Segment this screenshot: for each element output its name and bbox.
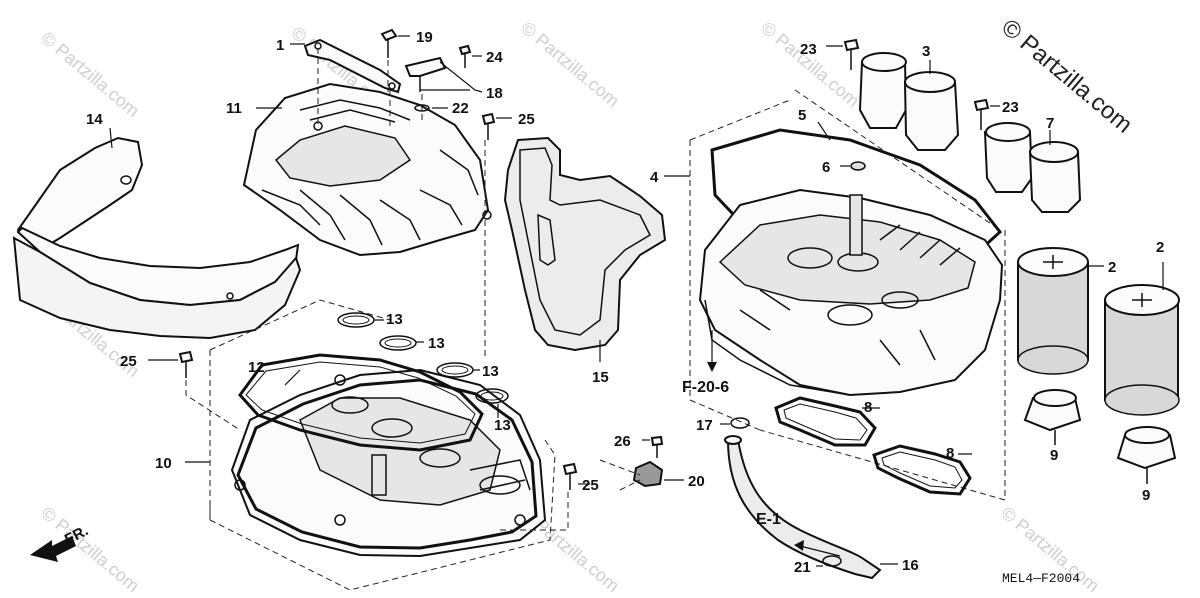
callout-16: 16 xyxy=(902,557,919,574)
callout-8a: 8 xyxy=(864,399,872,416)
reference-e-1: E-1 xyxy=(756,511,781,528)
callout-13b: 13 xyxy=(428,335,445,352)
callout-12: 12 xyxy=(248,359,265,376)
reference-f-20-6: F-20-6 xyxy=(682,379,729,396)
callout-leads xyxy=(109,107,831,463)
callout-22: 22 xyxy=(452,100,469,117)
air-cleaner-frame xyxy=(689,89,1006,501)
part-13-orings xyxy=(337,312,509,418)
callout-1: 1 xyxy=(276,37,284,54)
watermark-4: © Partzilla.com xyxy=(757,18,863,111)
callout-19: 19 xyxy=(416,29,433,46)
small-hardware-top xyxy=(380,28,483,120)
callout-2b: 2 xyxy=(1156,239,1164,256)
callout-24: 24 xyxy=(486,49,503,66)
part-23-screws xyxy=(826,38,1000,130)
callout-23b: 23 xyxy=(1002,99,1019,116)
part-8-gaskets xyxy=(774,396,972,496)
ref-arrows xyxy=(707,330,841,557)
callout-25-upper: 25 xyxy=(518,111,535,128)
callout-21: 21 xyxy=(794,559,811,576)
part-1-bracket xyxy=(290,38,402,130)
callout-26: 26 xyxy=(614,433,631,450)
part-17-clamp xyxy=(720,417,750,429)
callout-3: 3 xyxy=(922,43,930,60)
callout-13d: 13 xyxy=(494,417,511,434)
part-15-seal xyxy=(503,136,667,362)
screw-25-upper xyxy=(481,112,512,360)
part-10-lower-case xyxy=(230,368,547,558)
part-11-cover xyxy=(242,82,492,257)
callout-25-left: 25 xyxy=(120,353,137,370)
callout-14: 14 xyxy=(86,111,103,128)
callout-15: 15 xyxy=(592,369,609,386)
callout-20: 20 xyxy=(688,473,705,490)
callout-13c: 13 xyxy=(482,363,499,380)
part-26-screw xyxy=(642,435,664,458)
callout-17: 17 xyxy=(696,417,713,434)
watermark-1: © Partzilla.com xyxy=(37,28,143,121)
callout-7: 7 xyxy=(1046,115,1054,132)
callout-13a: 13 xyxy=(386,311,403,328)
part-21-clamp xyxy=(816,555,842,567)
callout-2a: 2 xyxy=(1108,259,1116,276)
part-16-hose xyxy=(724,435,898,580)
part-12-gasket xyxy=(238,353,484,452)
part-20-holder xyxy=(599,459,684,491)
callout-10: 10 xyxy=(155,455,172,472)
callout-9a: 9 xyxy=(1050,447,1058,464)
callout-5: 5 xyxy=(798,107,806,124)
callout-6: 6 xyxy=(822,159,830,176)
callouts: 1 19 24 18 22 11 25 14 15 13 13 13 13 12… xyxy=(86,29,1164,576)
screw-25-lower xyxy=(500,462,590,531)
part-7-funnels xyxy=(983,122,1082,213)
part-9-rings xyxy=(1023,389,1177,484)
callout-9b: 9 xyxy=(1142,487,1150,504)
copyright-text: © Partzilla.com xyxy=(996,14,1137,139)
part-2-filters xyxy=(1017,247,1180,416)
callout-23a: 23 xyxy=(800,41,817,58)
callout-25-lower: 25 xyxy=(582,477,599,494)
diagram-code: MEL4—F2004 xyxy=(1002,571,1080,586)
callout-11: 11 xyxy=(226,100,242,117)
part-14-cover xyxy=(12,136,302,340)
watermark-3: © Partzilla.com xyxy=(517,18,623,111)
screw-25-left xyxy=(148,350,241,431)
callout-18: 18 xyxy=(486,85,503,102)
callout-4: 4 xyxy=(650,169,659,186)
lower-housing-frame xyxy=(209,299,556,591)
part-3-funnels xyxy=(858,52,960,151)
callout-8b: 8 xyxy=(946,445,954,462)
air-cleaner-case xyxy=(698,161,1004,397)
